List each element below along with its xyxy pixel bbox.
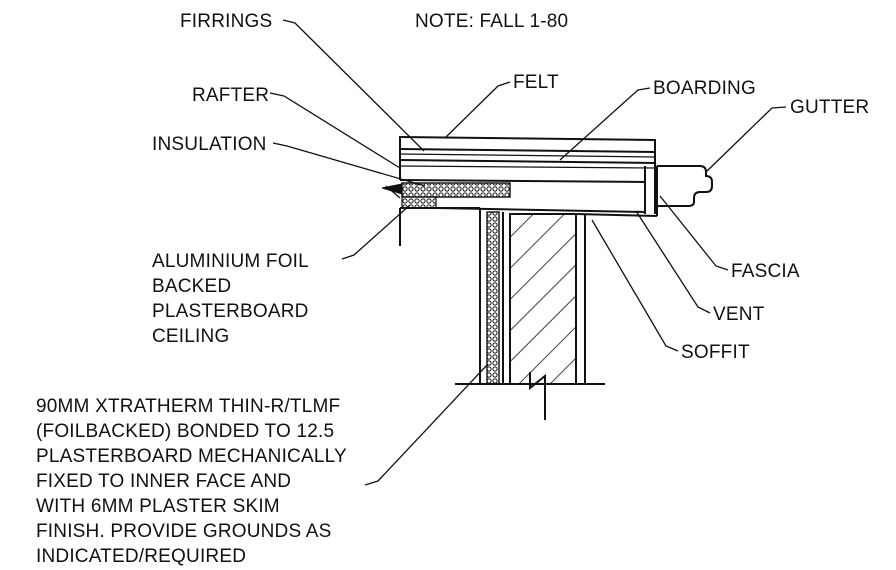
wall-note-line: FIXED TO INNER FACE AND (36, 471, 291, 492)
rafter-top (399, 179, 646, 183)
ceiling-note: ALUMINIUM FOIL BACKED PLASTERBOARD CEILI… (152, 251, 309, 347)
label-soffit: SOFFIT (681, 342, 750, 363)
boarding-top (399, 148, 656, 153)
boarding-bottom (399, 159, 656, 164)
label-firrings: FIRRINGS (180, 11, 272, 32)
roof-insulation (401, 182, 511, 198)
leader-firrings (282, 19, 425, 152)
leader-insulation (272, 142, 426, 187)
ceiling-note-line: CEILING (152, 326, 229, 347)
label-boarding: BOARDING (653, 78, 756, 99)
insulation-hatch (385, 185, 401, 199)
leader-soffit (591, 219, 679, 352)
leader-lines (269, 19, 787, 486)
felt-line (399, 136, 656, 141)
ceiling-note-line: PLASTERBOARD (152, 301, 309, 322)
wall-note-line: (FOILBACKED) BONDED TO 12.5 (36, 421, 334, 442)
wall-note-line: 90MM XTRATHERM THIN-R/TLMF (36, 396, 340, 417)
leader-fascia (659, 195, 729, 271)
break-line (529, 372, 546, 420)
label-rafter: RAFTER (192, 85, 269, 106)
roof-build-up (381, 136, 713, 246)
wall-note-line: WITH 6MM PLASTER SKIM (36, 496, 280, 517)
ceiling-insulation (401, 196, 437, 209)
label-insulation: INSULATION (152, 134, 267, 155)
label-vent: VENT (713, 304, 765, 325)
ceiling-note-line: ALUMINIUM FOIL (152, 251, 309, 272)
leader-gutter (705, 106, 787, 173)
boarding-mid (399, 153, 656, 158)
firring-line (399, 165, 656, 169)
leader-ceiling (341, 204, 411, 260)
label-fascia: FASCIA (731, 261, 800, 282)
label-gutter: GUTTER (790, 97, 869, 118)
leader-boarding (559, 87, 651, 161)
masonry-block (509, 213, 577, 385)
wall-section (455, 208, 658, 420)
soffit-line (575, 213, 658, 217)
ceiling-note-line: BACKED (152, 276, 231, 297)
leader-felt (445, 81, 511, 138)
gutter (657, 165, 713, 207)
wall-insulation (486, 211, 500, 385)
leader-vent (635, 210, 711, 314)
wall-note-line: FINISH. PROVIDE GROUNDS AS (36, 521, 332, 542)
leader-rafter (269, 92, 401, 169)
leader-wall-note (364, 363, 489, 486)
wall-insulation-note: 90MM XTRATHERM THIN-R/TLMF (FOILBACKED) … (36, 396, 347, 567)
insulation-end-arrow (381, 183, 403, 195)
wall-note-line: PLASTERBOARD MECHANICALLY (36, 446, 347, 467)
wall-note-line: INDICATED/REQUIRED (36, 546, 246, 567)
label-felt: FELT (513, 72, 559, 93)
note-fall: NOTE: FALL 1-80 (415, 11, 568, 32)
